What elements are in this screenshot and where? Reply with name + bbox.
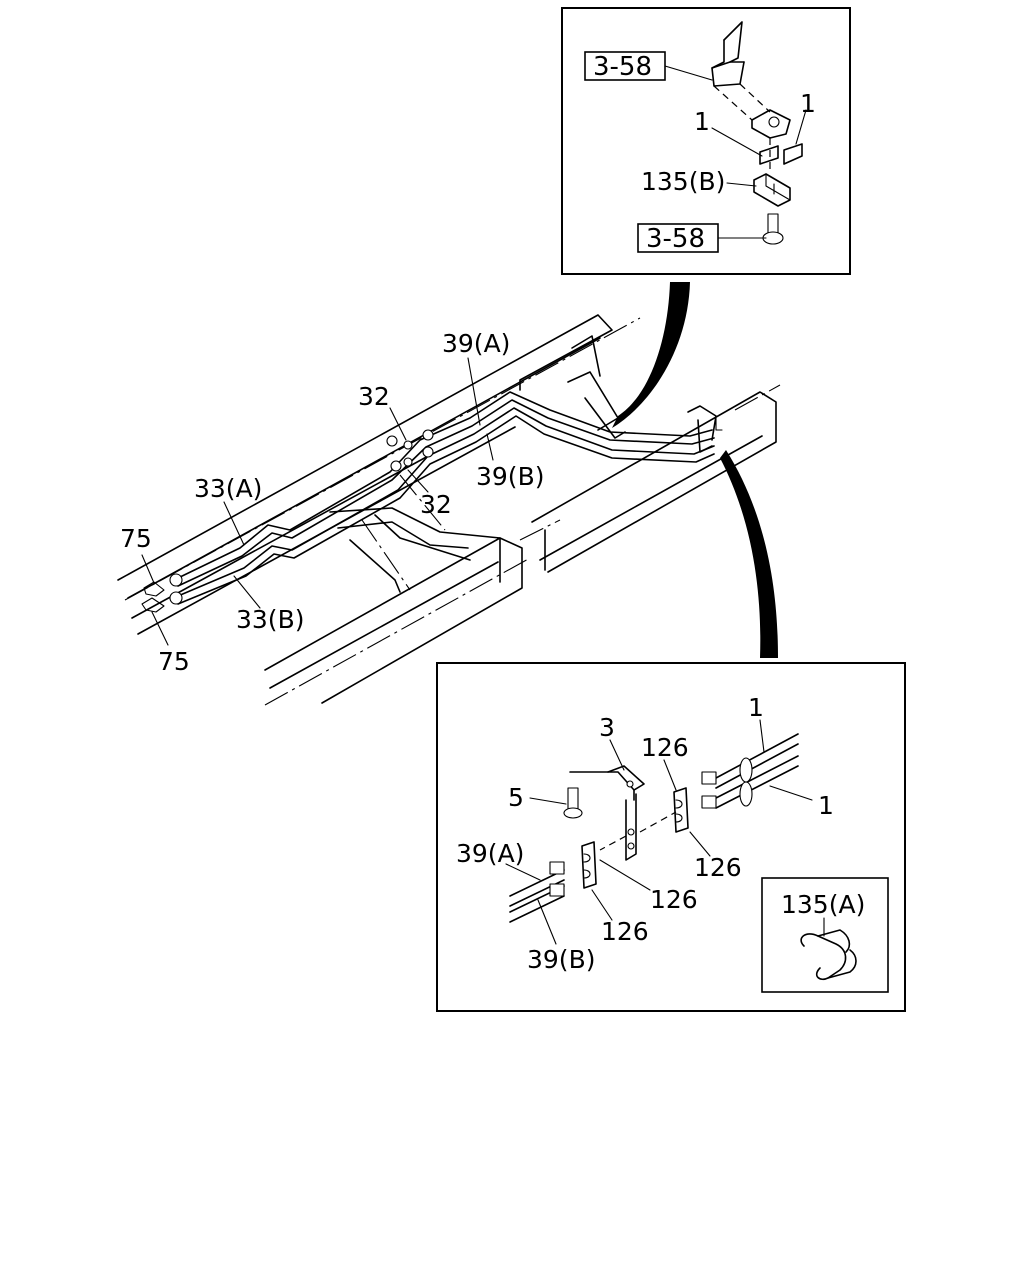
bolt-icon bbox=[762, 213, 784, 245]
connector-arrow-top bbox=[612, 282, 690, 428]
label-33a: 33(A) bbox=[194, 474, 262, 503]
label-33b: 33(B) bbox=[236, 605, 304, 634]
ref-label-upper[interactable]: 3-58 bbox=[593, 52, 652, 82]
inset-135a-frame bbox=[761, 877, 889, 993]
label-75-lower: 75 bbox=[158, 647, 190, 676]
frame-rail-icon bbox=[117, 314, 781, 706]
label-126-right: 126 bbox=[694, 853, 742, 882]
label-5: 5 bbox=[508, 783, 524, 812]
label-1-top: 1 bbox=[748, 693, 764, 722]
label-126-top: 126 bbox=[641, 733, 689, 762]
pipe-pair-icon bbox=[701, 733, 799, 809]
label-135b: 135(B) bbox=[641, 167, 725, 196]
main-leaders bbox=[141, 357, 494, 646]
label-39a: 39(A) bbox=[442, 329, 510, 358]
mount-bracket-icon bbox=[569, 765, 677, 861]
bolt-5-icon bbox=[563, 787, 583, 819]
inset-top-leaders bbox=[664, 65, 807, 239]
label-126-bottom: 126 bbox=[601, 917, 649, 946]
connector-arrow-bottom bbox=[720, 450, 778, 658]
clip-126-icon bbox=[581, 787, 689, 889]
pipe-39-icon bbox=[509, 861, 565, 923]
label-126-mid: 126 bbox=[650, 885, 698, 914]
label-3: 3 bbox=[599, 713, 615, 742]
label-39b-inset: 39(B) bbox=[527, 945, 595, 974]
inset-bottom-leaders bbox=[505, 719, 825, 945]
label-75-upper: 75 bbox=[120, 524, 152, 553]
clip-icon bbox=[753, 143, 803, 207]
bracket-icon bbox=[711, 21, 791, 174]
label-135a: 135(A) bbox=[781, 890, 865, 919]
clip-135a-icon bbox=[800, 929, 857, 981]
label-39a-inset: 39(A) bbox=[456, 839, 524, 868]
label-32-upper: 32 bbox=[358, 382, 390, 411]
label-39b: 39(B) bbox=[476, 462, 544, 491]
label-1-left: 1 bbox=[694, 107, 710, 136]
ref-label-lower[interactable]: 3-58 bbox=[646, 224, 705, 254]
label-32-lower: 32 bbox=[420, 490, 452, 519]
label-1-right: 1 bbox=[800, 89, 816, 118]
label-1-side: 1 bbox=[818, 791, 834, 820]
pipe-icon bbox=[141, 391, 715, 613]
